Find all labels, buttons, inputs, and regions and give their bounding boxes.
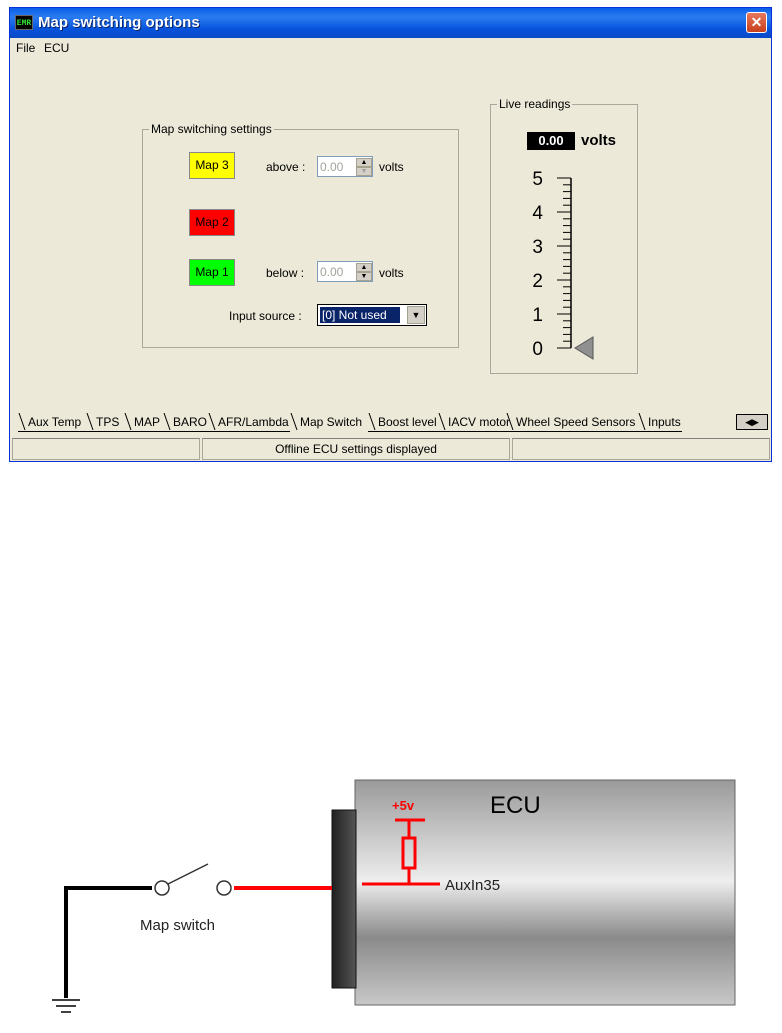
tab-aux-temp[interactable]: Aux Temp (18, 412, 86, 432)
tab-label: Boost level (378, 415, 437, 429)
menu-file[interactable]: File (16, 41, 36, 55)
map-switching-window: EMR Map switching options ✕ File ECU Map… (9, 7, 772, 462)
below-down-button[interactable]: ▼ (356, 272, 372, 281)
map-1-label: Map 1 (195, 265, 229, 279)
below-threshold-value: 0.00 (320, 265, 344, 279)
tab-strip: ◀▶ Aux Temp TPS MAP BARO AFR/Lambda Map Switc… (10, 411, 771, 433)
voltage-readout: 0.00 (527, 132, 575, 150)
input-source-label: Input source : (229, 309, 302, 323)
map-1-indicator: Map 1 (189, 259, 235, 286)
gauge-label: 4 (532, 203, 543, 224)
gauge-label: 5 (532, 169, 543, 190)
map-3-label: Map 3 (195, 158, 229, 172)
status-bar: Offline ECU settings displayed (10, 436, 771, 462)
gauge-label: 3 (532, 237, 543, 258)
status-panel-left (12, 438, 200, 460)
above-threshold-value: 0.00 (320, 160, 344, 174)
ground-wire (64, 886, 152, 998)
switch-label: Map switch (140, 917, 215, 934)
ecu-box (354, 779, 736, 1006)
tab-scroll-arrows-icon[interactable]: ◀▶ (736, 414, 768, 430)
tab-boost-level[interactable]: Boost level (368, 412, 438, 432)
menu-bar: File ECU (10, 38, 771, 58)
wiring-diagram: ECU +5v AuxIn35 Map switch (52, 779, 736, 1013)
close-button[interactable]: ✕ (746, 12, 767, 33)
tab-label: AFR/Lambda (218, 415, 289, 429)
tab-baro[interactable]: BARO (163, 412, 208, 432)
tab-afr-lambda[interactable]: AFR/Lambda (208, 412, 290, 432)
ecu-label: ECU (490, 792, 541, 819)
tab-label: IACV motor (448, 415, 511, 429)
below-unit: volts (379, 266, 404, 280)
supply-label: +5v (392, 798, 415, 813)
input-pin-label: AuxIn35 (445, 877, 500, 894)
tab-label: MAP (134, 415, 161, 429)
switch-contact-left (154, 880, 170, 896)
gauge-label: 0 (532, 339, 543, 360)
voltage-unit: volts (581, 132, 617, 149)
map-2-label: Map 2 (195, 215, 229, 229)
gauge-label: 1 (532, 305, 543, 326)
tab-label: Aux Temp (28, 415, 82, 429)
tab-tps[interactable]: TPS (86, 412, 124, 432)
input-source-value: [0] Not used (320, 307, 400, 323)
map-3-indicator: Map 3 (189, 152, 235, 179)
status-panel-right (512, 438, 770, 460)
map-switching-settings-label: Map switching settings (149, 122, 274, 136)
live-readings-label: Live readings (497, 97, 573, 111)
above-up-button[interactable]: ▲ (356, 158, 372, 167)
chevron-down-icon[interactable]: ▼ (407, 306, 425, 324)
input-source-select[interactable]: [0] Not used ▼ (317, 304, 427, 326)
window-title: Map switching options (38, 14, 200, 31)
voltage-gauge: 5 4 3 2 1 0 (532, 169, 594, 360)
switch-contact-right (216, 880, 232, 896)
below-up-button[interactable]: ▲ (356, 263, 372, 272)
above-down-button[interactable]: ▼ (356, 167, 372, 176)
ecu-connector (331, 809, 357, 989)
gauge-label: 2 (532, 271, 543, 292)
tab-map-switch[interactable]: Map Switch (290, 412, 368, 431)
tab-label: TPS (96, 415, 120, 429)
map-2-indicator: Map 2 (189, 209, 235, 236)
tab-map[interactable]: MAP (124, 412, 163, 432)
tab-label: BARO (173, 415, 208, 429)
tab-inputs[interactable]: Inputs (638, 412, 682, 432)
menu-ecu[interactable]: ECU (44, 41, 70, 55)
title-bar[interactable]: EMR Map switching options ✕ (10, 8, 771, 38)
tab-label: Map Switch (300, 415, 363, 429)
live-readings-group: Live readings 0.00 volts 5 4 3 2 1 0 (490, 97, 638, 374)
above-unit: volts (379, 160, 404, 174)
above-label: above : (266, 160, 306, 174)
status-message: Offline ECU settings displayed (202, 438, 510, 460)
tab-iacv-motor[interactable]: IACV motor (438, 412, 510, 432)
tab-label: Wheel Speed Sensors (516, 415, 636, 429)
app-icon: EMR (15, 15, 33, 30)
switch-lever (167, 863, 209, 885)
tab-label: Inputs (648, 415, 681, 429)
tab-wheel-speed-sensors[interactable]: Wheel Speed Sensors (506, 412, 638, 432)
below-threshold-spinner[interactable]: 0.00 ▲ ▼ (317, 261, 373, 282)
gauge-pointer-icon (574, 336, 594, 360)
above-threshold-spinner[interactable]: 0.00 ▲ ▼ (317, 156, 373, 177)
below-label: below : (266, 266, 305, 280)
map-switching-settings-group: Map switching settings Map 3 above : 0.0… (142, 122, 459, 348)
